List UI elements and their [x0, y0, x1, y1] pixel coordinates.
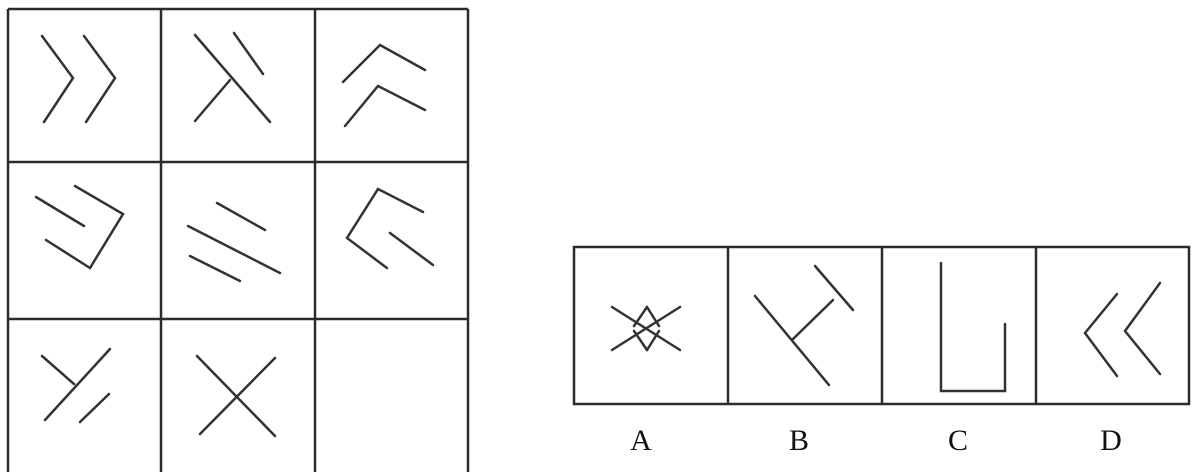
cell-2-2-three-parallel-lines	[186, 201, 282, 283]
option-a-figure	[610, 305, 682, 352]
cell-3-3-answer-slot[interactable]	[317, 321, 467, 472]
cell-3-1-slanted-lines	[40, 347, 112, 424]
option-b-label[interactable]: B	[788, 424, 809, 457]
cell-1-3-double-up-chevron	[341, 43, 427, 128]
options-strip	[572, 245, 1191, 406]
cell-1-2-crossed-lines	[193, 31, 272, 124]
option-d-figure	[1083, 281, 1162, 378]
cell-2-3-angle-with-line	[345, 187, 435, 270]
option-c-figure	[939, 261, 1007, 393]
cell-3-2-x-cross	[195, 354, 277, 438]
option-d-label[interactable]: D	[1100, 424, 1122, 457]
option-c-label[interactable]: C	[947, 424, 968, 457]
option-a-label[interactable]: A	[630, 424, 652, 457]
cell-1-1-double-right-chevron	[40, 34, 117, 124]
cell-2-1-folded-lines	[34, 184, 125, 270]
pattern-grid	[6, 7, 470, 472]
option-b-figure	[753, 264, 855, 387]
